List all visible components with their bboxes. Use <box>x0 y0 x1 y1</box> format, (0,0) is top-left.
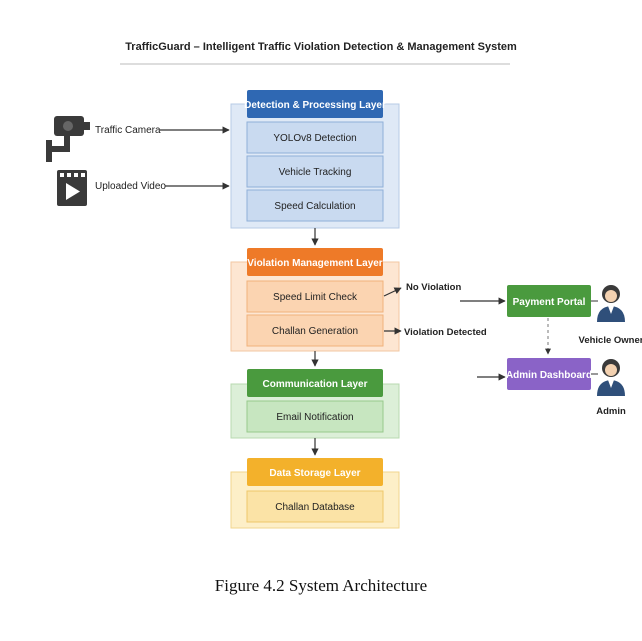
camera-input: Traffic Camera <box>46 116 230 162</box>
violation-layer-header <box>247 248 383 276</box>
detection-layer-header <box>247 90 383 118</box>
arrow-no-violation <box>383 287 402 297</box>
admin-user-icon <box>597 359 625 396</box>
violation-layer-title: Violation Management Layer <box>247 258 383 269</box>
figure-caption: Figure 4.2 System Architecture <box>214 576 428 595</box>
detection-layer-title: Detection & Processing Layer <box>244 100 386 111</box>
detection-item-yolo-label: YOLOv8 Detection <box>273 133 356 144</box>
payment-portal: Payment Portal <box>507 285 591 317</box>
vehicle-owner-actor: Vehicle Owner <box>579 285 642 346</box>
detection-layer: Detection & Processing Layer YOLOv8 Dete… <box>230 90 400 229</box>
detection-item-tracking-label: Vehicle Tracking <box>279 167 352 178</box>
diagram-title: TrafficGuard – Intelligent Traffic Viola… <box>125 41 517 53</box>
detection-item-tracking <box>246 155 384 188</box>
violation-layer: Violation Management Layer Speed Limit C… <box>230 248 400 352</box>
payment-portal-box <box>507 285 591 317</box>
admin-dashboard-box <box>507 358 591 390</box>
detection-item-speed-label: Speed Calculation <box>274 201 355 212</box>
camera-label: Traffic Camera <box>95 125 161 136</box>
admin-dashboard: Admin Dashboard <box>506 358 592 390</box>
violation-detected-label: Violation Detected <box>404 327 487 338</box>
communication-layer: Communication Layer Email Notification <box>230 369 400 439</box>
communication-item-email-label: Email Notification <box>276 412 353 423</box>
communication-layer-header <box>247 369 383 397</box>
detection-item-speed <box>246 189 384 222</box>
video-label: Uploaded Video <box>95 181 166 192</box>
admin-actor: Admin <box>591 359 626 417</box>
violation-item-speed-check <box>246 280 384 313</box>
detection-item-yolo <box>246 121 384 154</box>
storage-layer: Data Storage Layer Challan Database <box>230 458 400 529</box>
video-icon <box>57 170 87 206</box>
user-icon <box>597 285 625 322</box>
no-violation-label: No Violation <box>406 282 461 293</box>
camera-icon <box>46 116 90 162</box>
vehicle-owner-label: Vehicle Owner <box>579 335 642 346</box>
video-input: Uploaded Video <box>57 170 230 206</box>
admin-label: Admin <box>596 406 626 417</box>
violation-item-challan <box>246 314 384 347</box>
storage-item-database <box>246 490 384 523</box>
communication-layer-title: Communication Layer <box>262 379 367 390</box>
admin-dashboard-label: Admin Dashboard <box>506 370 592 381</box>
violation-item-speed-check-label: Speed Limit Check <box>273 292 358 303</box>
storage-item-database-label: Challan Database <box>275 502 355 513</box>
communication-item-email <box>246 400 384 433</box>
violation-item-challan-label: Challan Generation <box>272 326 358 337</box>
storage-layer-title: Data Storage Layer <box>269 468 360 479</box>
storage-layer-header <box>247 458 383 486</box>
payment-portal-label: Payment Portal <box>513 297 586 308</box>
